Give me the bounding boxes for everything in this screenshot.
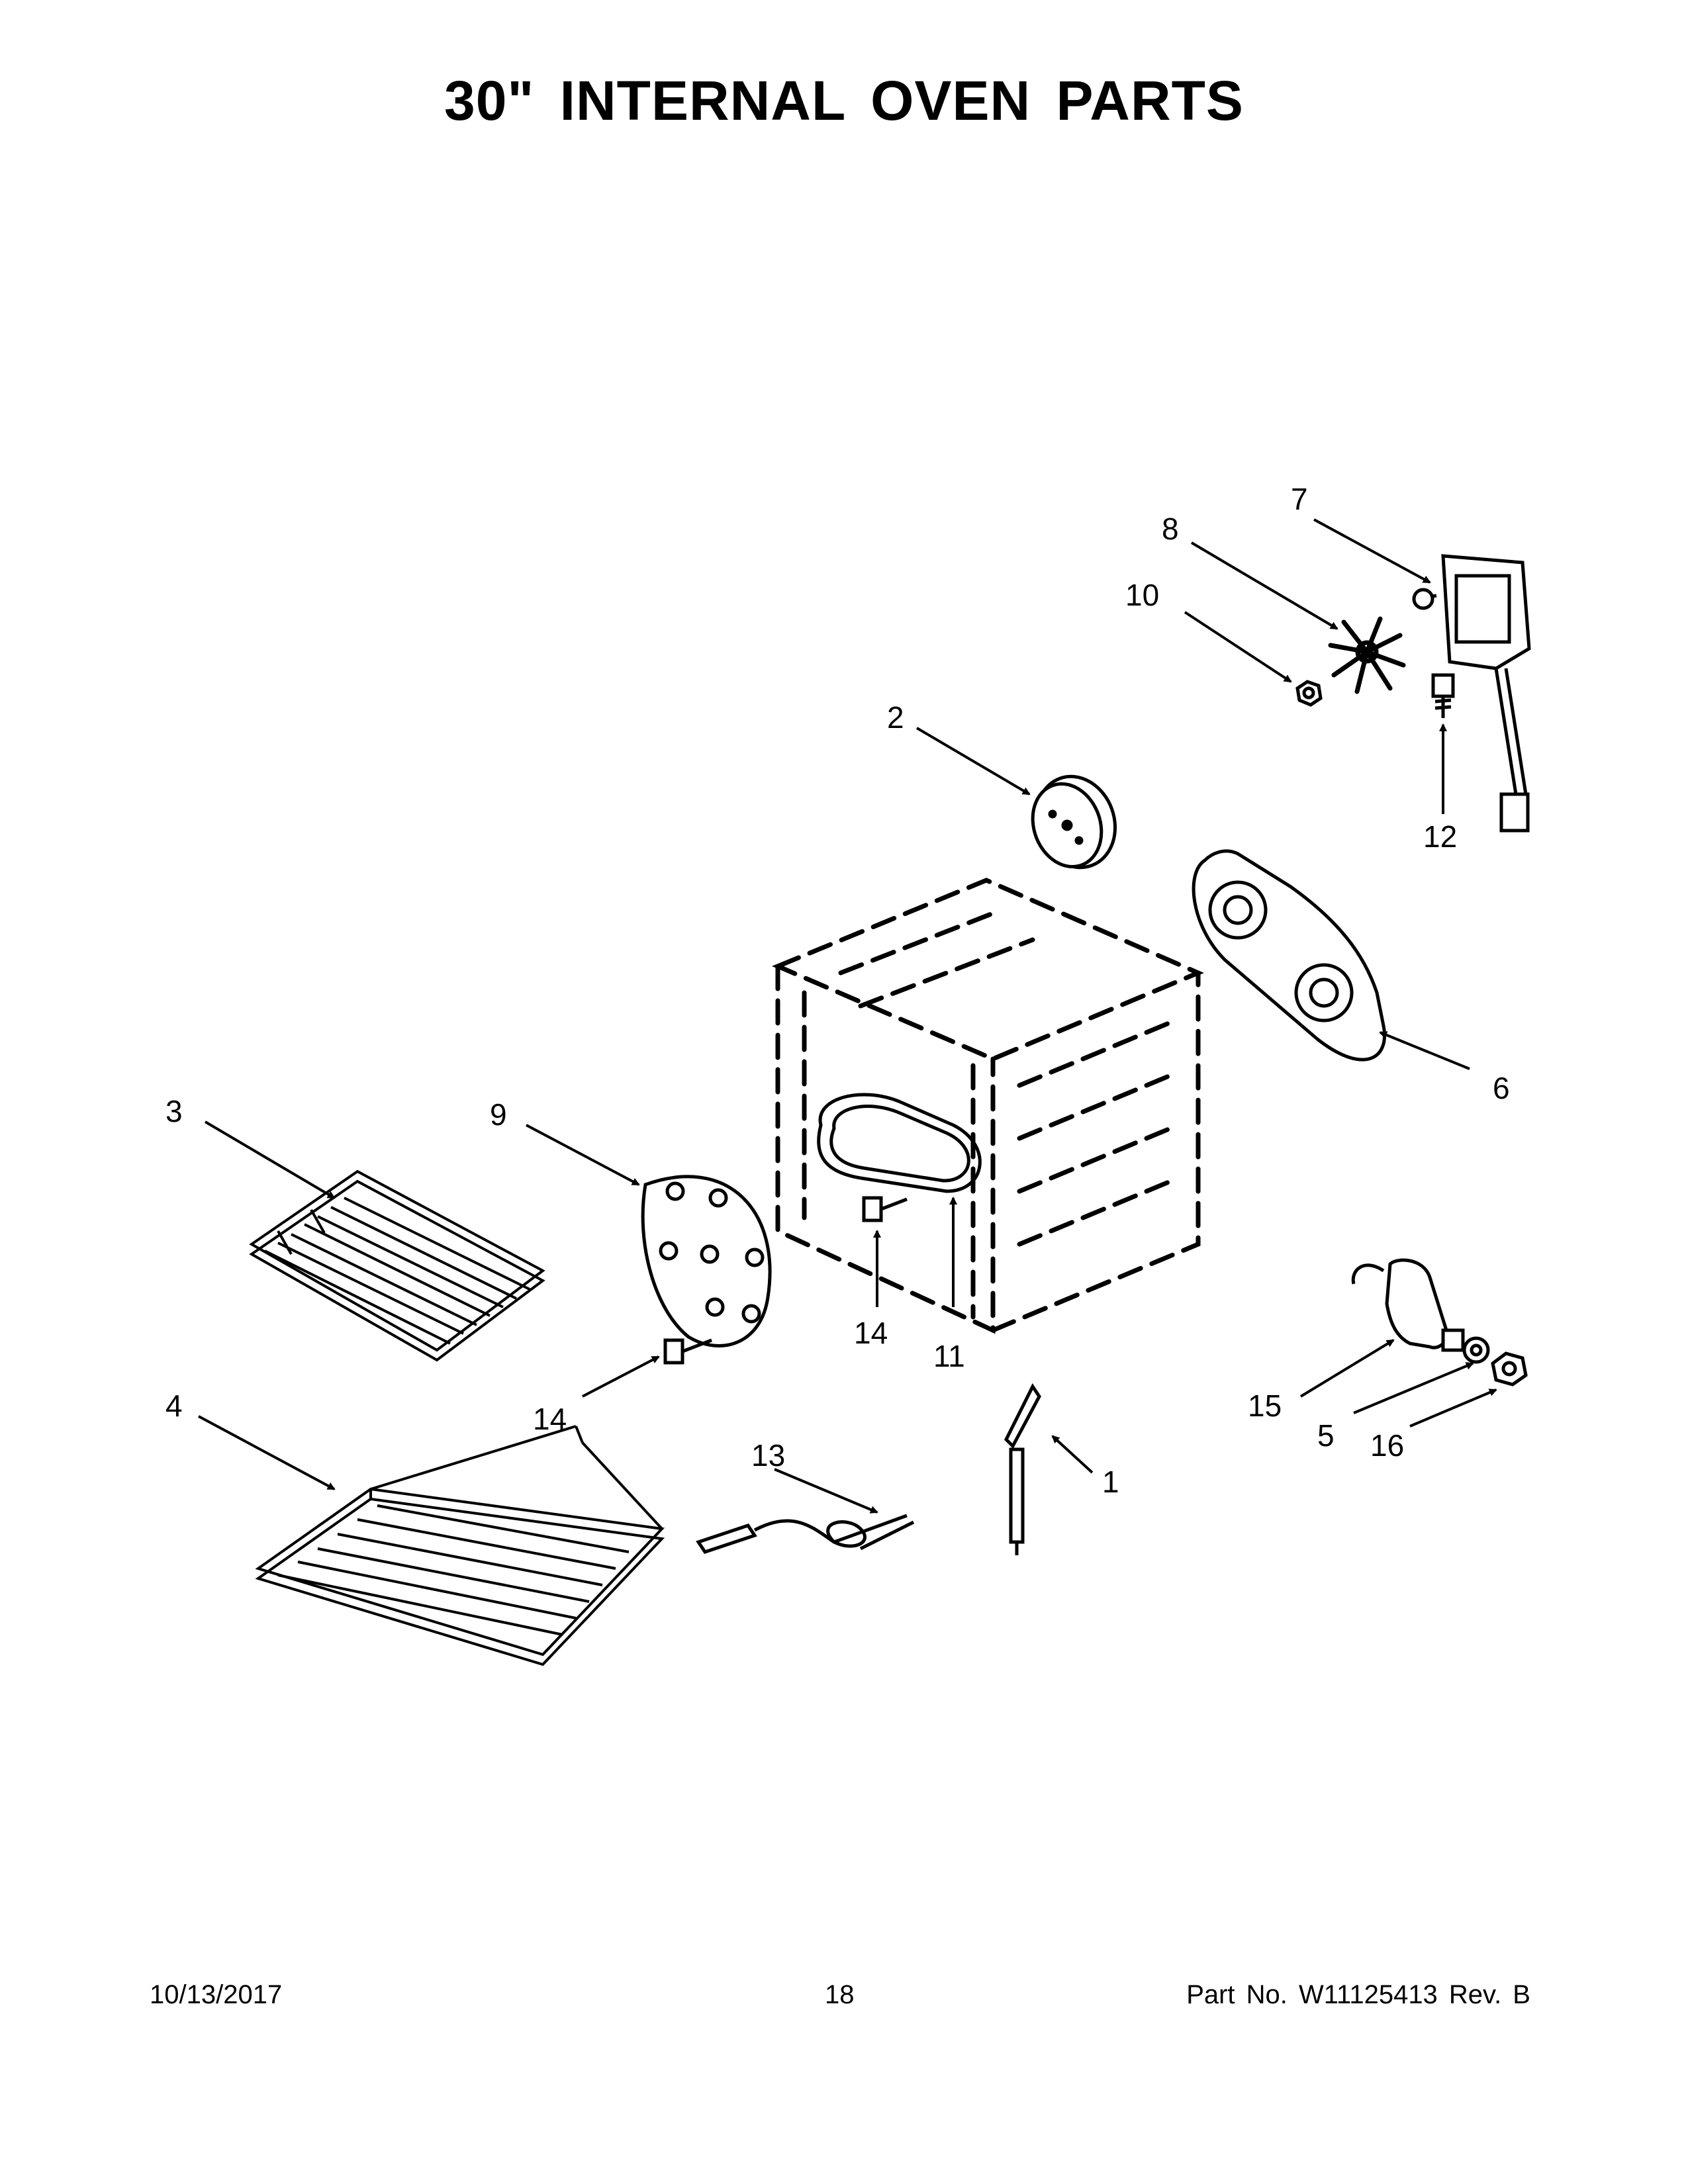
callout-6: 6: [1493, 1071, 1510, 1105]
socket-nut-illustration: [1491, 1351, 1528, 1387]
callout-4: 4: [165, 1388, 183, 1423]
leader-lines: [198, 518, 1497, 1514]
fan-motor-illustration: [1412, 554, 1531, 833]
fan-cover-disc-illustration: [1031, 774, 1117, 870]
extension-rack-illustration: [255, 1425, 665, 1666]
oven-rack-illustration: [249, 1169, 545, 1362]
callout-labels: 7 8 10 2 12 6 3 9 14 11 14 4 13 1 15 5 1…: [165, 482, 1510, 1499]
callout-1: 1: [1102, 1465, 1119, 1499]
screw-illustration: [1431, 673, 1455, 718]
fan-blade-illustration: [1328, 616, 1406, 694]
page-title: 30" INTERNAL OVEN PARTS: [444, 69, 1244, 132]
callout-10: 10: [1125, 578, 1159, 612]
callout-9: 9: [490, 1097, 507, 1132]
oven-cavity-illustration: [771, 878, 1204, 1334]
callout-15: 15: [1248, 1388, 1282, 1423]
callout-7: 7: [1291, 482, 1308, 516]
footer-page-number: 18: [825, 1980, 855, 2009]
meat-probe-illustration: [696, 1514, 915, 1554]
convection-shield-illustration: [1192, 849, 1386, 1062]
bake-element-illustration: [817, 1093, 982, 1193]
callout-12: 12: [1423, 819, 1457, 854]
callout-14-left: 14: [533, 1402, 567, 1436]
callout-13: 13: [751, 1438, 785, 1473]
callout-14-center: 14: [854, 1316, 888, 1350]
callout-8: 8: [1162, 512, 1179, 546]
callout-11: 11: [933, 1339, 965, 1373]
mounting-screw-illustration: [663, 1196, 908, 1365]
callout-3: 3: [165, 1094, 183, 1128]
callout-16: 16: [1370, 1428, 1404, 1463]
temperature-sensor-illustration: [1004, 1383, 1041, 1555]
footer-part-number: Part No. W11125413 Rev. B: [1186, 1980, 1530, 2009]
footer-date: 10/13/2017: [150, 1980, 283, 2009]
callout-2: 2: [887, 700, 904, 735]
rear-panel-illustration: [641, 1175, 772, 1347]
washer-illustration: [1462, 1336, 1490, 1364]
light-socket-illustration: [1351, 1258, 1465, 1352]
callout-5: 5: [1317, 1418, 1335, 1453]
nut-illustration: [1295, 680, 1323, 707]
